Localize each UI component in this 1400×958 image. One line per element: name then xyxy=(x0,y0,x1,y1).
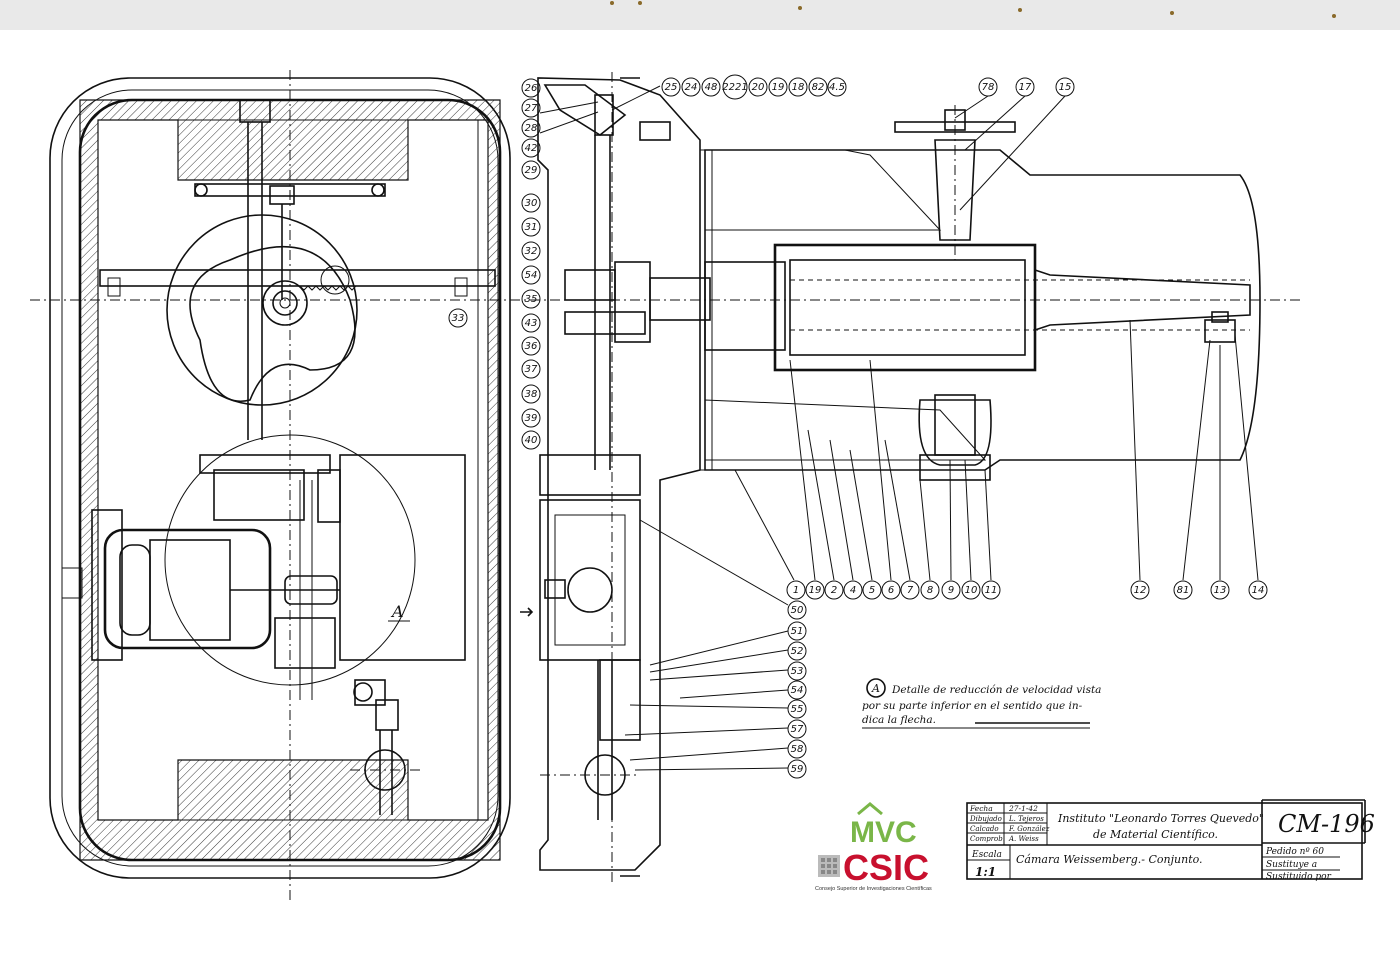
callout-4-5: 4.5 xyxy=(829,82,845,93)
callout-30: 30 xyxy=(525,198,538,209)
order-label: Pedido nº 60 xyxy=(1265,847,1324,857)
callout-8: 8 xyxy=(927,585,933,596)
detail-a-marker: A xyxy=(390,602,404,621)
callout-25: 25 xyxy=(665,82,678,93)
callout-2221: 2221 xyxy=(722,82,747,93)
title-row-value-comprob: A. Weiss xyxy=(1008,835,1039,843)
callout-37: 37 xyxy=(525,364,538,375)
callout-33: 33 xyxy=(452,313,465,324)
callout-18: 18 xyxy=(792,82,805,93)
drawing-title: Cámara Weissemberg.- Conjunto. xyxy=(1016,853,1203,866)
institute-line-1: Instituto "Leonardo Torres Quevedo" xyxy=(1057,812,1264,825)
callout-6: 6 xyxy=(888,585,894,596)
title-row-label-fecha: Fecha xyxy=(969,804,993,813)
callout-58: 58 xyxy=(791,744,804,755)
left-callouts xyxy=(521,78,541,450)
right-callout-labels: 50 51 52 53 54 55 57 58 59 xyxy=(791,605,804,775)
mvc-roof-icon xyxy=(857,802,883,816)
callout-35: 35 xyxy=(525,294,538,305)
callout-52: 52 xyxy=(791,646,804,657)
detail-note-line-3: dica la flecha. xyxy=(862,714,936,726)
bottom-callouts xyxy=(786,580,1268,600)
left-callout-labels: 26 27 28 42 29 30 31 32 54 35 43 36 37 3… xyxy=(525,83,538,446)
binding-holes xyxy=(610,1,1336,18)
callout-10: 10 xyxy=(965,585,978,596)
callout-82: 82 xyxy=(812,82,825,93)
section-view xyxy=(520,72,1300,884)
callout-2: 2 xyxy=(831,585,837,596)
right-callouts xyxy=(787,600,807,779)
replaced-by-label: Sustituido por xyxy=(1266,872,1332,882)
detail-note-letter: A xyxy=(871,682,880,695)
callout-78: 78 xyxy=(982,82,995,93)
title-block xyxy=(966,799,1366,880)
logo-tagline: Consejo Superior de Investigaciones Cien… xyxy=(815,886,932,892)
callout-33-circle xyxy=(448,308,468,328)
callout-15: 15 xyxy=(1059,82,1072,93)
top-callout-labels: 25 24 48 2221 20 19 18 82 4.5 78 17 15 xyxy=(665,82,1072,93)
callout-54-right: 54 xyxy=(791,685,804,696)
detail-note-line-2: por su parte inferior en el sentido que … xyxy=(862,700,1083,712)
bottom-callout-labels: 1 19 2 4 5 6 7 8 9 10 11 12 81 13 14 xyxy=(793,585,1265,596)
callout-51: 51 xyxy=(791,626,804,637)
title-row-value-fecha: 27-1-42 xyxy=(1008,804,1038,813)
callout-11: 11 xyxy=(985,585,998,596)
callout-4: 4 xyxy=(850,585,856,596)
callout-13: 13 xyxy=(1214,585,1227,596)
callout-7: 7 xyxy=(907,585,914,596)
csic-emblem-icon xyxy=(818,855,840,877)
callout-40: 40 xyxy=(525,435,538,446)
callout-9: 9 xyxy=(948,585,954,596)
callout-12: 12 xyxy=(1134,585,1147,596)
institute-line-2: de Material Científico. xyxy=(1093,828,1218,841)
callout-81: 81 xyxy=(1177,585,1190,596)
top-callouts xyxy=(661,74,1075,100)
logo-csic: CSIC xyxy=(843,847,929,888)
callout-19-top: 19 xyxy=(772,82,785,93)
callout-17: 17 xyxy=(1019,82,1032,93)
callout-26: 26 xyxy=(525,83,538,94)
callout-1: 1 xyxy=(793,585,799,596)
leader-lines xyxy=(539,85,1259,771)
callout-29: 29 xyxy=(525,165,538,176)
callout-5: 5 xyxy=(869,585,875,596)
callout-20: 20 xyxy=(752,82,765,93)
callout-50: 50 xyxy=(791,605,804,616)
callout-36: 36 xyxy=(525,341,538,352)
scale-label: Escala xyxy=(971,850,1002,860)
callout-57: 57 xyxy=(791,724,804,735)
callout-55: 55 xyxy=(791,704,804,715)
drawing-number: CM-196 xyxy=(1278,810,1375,838)
callout-19-bottom: 19 xyxy=(809,585,822,596)
callout-24: 24 xyxy=(685,82,698,93)
callout-39: 39 xyxy=(525,413,538,424)
callout-27: 27 xyxy=(525,103,538,114)
title-row-label-comprob: Comprob. xyxy=(970,835,1005,843)
plan-view xyxy=(30,70,1300,900)
title-row-value-dibujado: L. Tejeros xyxy=(1008,815,1044,823)
callout-28: 28 xyxy=(525,123,538,134)
callout-54-left: 54 xyxy=(525,270,538,281)
scale-value: 1:1 xyxy=(975,865,996,879)
title-row-value-calcado: F. González xyxy=(1008,825,1050,833)
title-row-label-calcado: Calcado xyxy=(970,825,999,833)
callout-43: 43 xyxy=(525,318,538,329)
mvc-csic-logo: MVC CSIC Consejo Superior de Investigaci… xyxy=(815,802,932,892)
callout-32: 32 xyxy=(525,246,538,257)
replaces-label: Sustituye a xyxy=(1266,860,1317,870)
title-row-label-dibujado: Dibujado xyxy=(969,815,1002,823)
callout-31: 31 xyxy=(525,222,538,233)
scan-shadow xyxy=(0,0,1400,30)
callout-59: 59 xyxy=(791,764,804,775)
logo-mvc: MVC xyxy=(850,816,917,849)
detail-note-marker xyxy=(866,678,886,698)
callout-38: 38 xyxy=(525,389,538,400)
callout-48: 48 xyxy=(705,82,718,93)
callout-14: 14 xyxy=(1252,585,1265,596)
callout-42: 42 xyxy=(525,143,538,154)
detail-note-line-1: Detalle de reducción de velocidad vista xyxy=(891,684,1101,696)
callout-53: 53 xyxy=(791,666,804,677)
